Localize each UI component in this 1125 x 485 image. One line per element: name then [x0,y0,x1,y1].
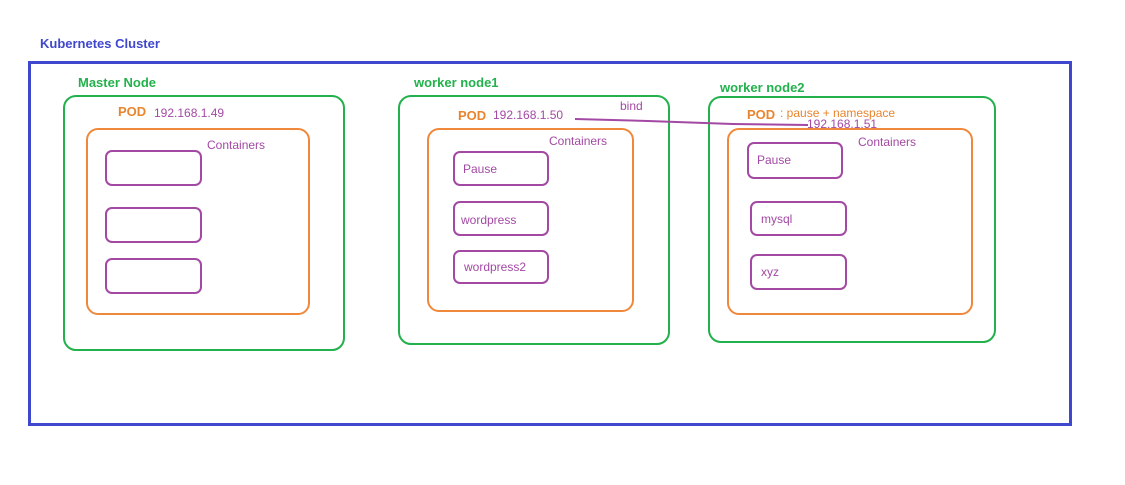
worker2-container-pause: Pause [747,142,843,179]
worker1-container-pause-label: Pause [463,162,498,176]
worker2-container-mysql-label: mysql [761,212,793,226]
worker1-containers-label: Containers [549,134,608,148]
worker1-pod-label: POD [458,108,487,123]
worker1-container-pause: Pause [453,151,549,186]
worker2-container-xyz: xyz [750,254,847,290]
worker2-pod-note: : pause + namespace [780,106,896,120]
kubernetes-cluster-box [28,61,1072,426]
master-container-1 [105,150,202,186]
worker2-container-pause-label: Pause [757,153,792,167]
worker2-container-mysql: mysql [750,201,847,236]
worker1-pod-box [427,128,634,312]
worker1-container-wordpress-label: wordpress [461,213,517,227]
worker2-pod-ip: 192.168.1.51 [807,117,878,131]
worker2-container-xyz-label: xyz [761,265,779,279]
master-pod-box [86,128,310,315]
worker2-containers-label: Containers [858,135,917,149]
bind-label: bind [620,99,643,113]
worker1-container-wordpress2-label: wordpress2 [464,260,527,274]
cluster-title: Kubernetes Cluster [40,36,160,51]
master-pod-ip: 192.168.1.49 [154,106,225,120]
master-node-title: Master Node [78,75,157,90]
bind-connector-line [574,118,809,126]
worker1-container-wordpress2: wordpress2 [453,250,549,284]
master-node-box [63,95,345,351]
worker-node2-box [708,96,996,343]
worker-node2-title: worker node2 [720,80,805,95]
worker1-container-wordpress: wordpress [453,201,549,236]
master-containers-label: Containers [207,138,266,152]
master-container-3 [105,258,202,294]
worker-node1-title: worker node1 [414,75,499,90]
worker2-pod-box [727,128,973,315]
worker1-pod-ip: 192.168.1.50 [493,108,564,122]
worker2-pod-label: POD [747,107,776,122]
master-container-2 [105,207,202,243]
master-pod-label: POD [118,104,147,119]
worker-node1-box [398,95,670,345]
